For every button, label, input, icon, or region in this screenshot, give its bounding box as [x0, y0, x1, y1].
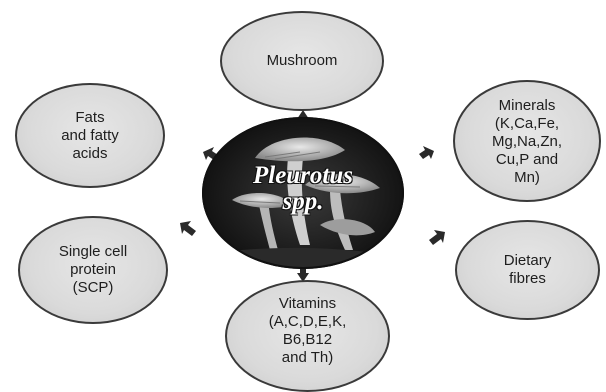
node-fibres: Dietary fibres — [455, 220, 600, 320]
node-minerals-label: Minerals (K,Ca,Fe, Mg,Na,Zn, Cu,P and Mn… — [492, 97, 562, 187]
arrow-icon — [419, 146, 434, 159]
arrow-icon — [180, 221, 196, 236]
node-fats: Fats and fatty acids — [15, 83, 165, 188]
node-scp-label: Single cell protein (SCP) — [59, 243, 127, 297]
arrow-icon — [429, 230, 445, 245]
arrow-icon — [203, 147, 218, 160]
arrow-icon — [297, 110, 309, 124]
node-vitamins-label: Vitamins (A,C,D,E,K, B6,B12 and Th) — [269, 295, 347, 367]
node-scp: Single cell protein (SCP) — [18, 216, 168, 324]
node-vitamins: Vitamins (A,C,D,E,K, B6,B12 and Th) — [225, 280, 390, 392]
nutrition-diagram: Pleurotus spp. Mushroom Fats and fatty a… — [0, 0, 606, 381]
center-title: Pleurotus spp. — [207, 163, 399, 215]
node-fats-label: Fats and fatty acids — [61, 109, 119, 163]
node-minerals: Minerals (K,Ca,Fe, Mg,Na,Zn, Cu,P and Mn… — [453, 80, 601, 202]
node-fibres-label: Dietary fibres — [504, 252, 552, 288]
node-mushroom-label: Mushroom — [267, 52, 338, 70]
node-mushroom: Mushroom — [220, 11, 384, 111]
